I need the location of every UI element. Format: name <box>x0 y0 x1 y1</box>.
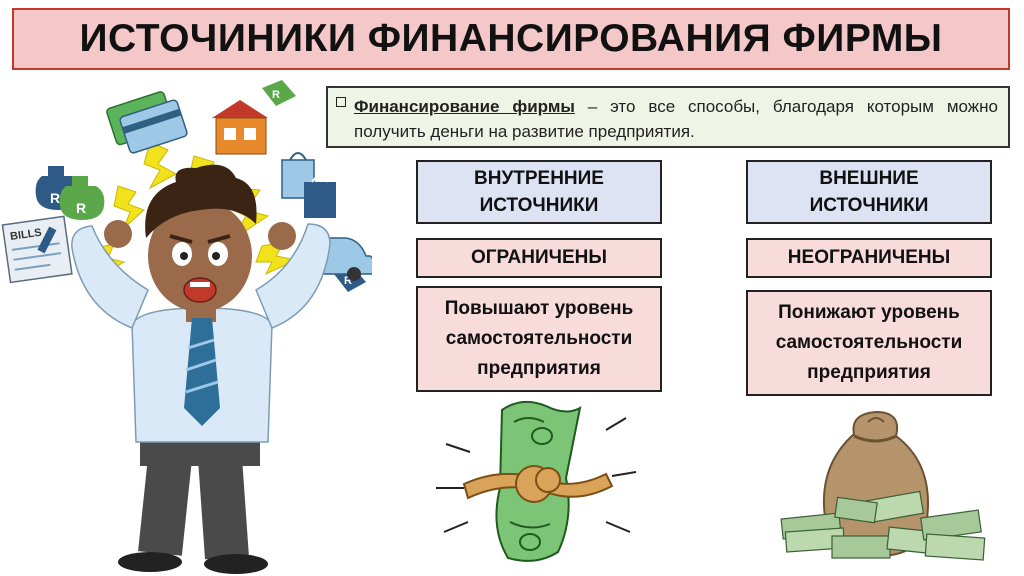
shopping-bags-icon <box>281 152 336 218</box>
external-sources-heading: ВНЕШНИЕ ИСТОЧНИКИ <box>746 160 992 224</box>
title-banner: ИСТОЧИНИКИ ФИНАНСИРОВАНИЯ ФИРМЫ <box>12 8 1010 70</box>
external-effect-box: Понижают уровень самостоятельности предп… <box>746 290 992 396</box>
motion-lines-icon <box>436 417 637 533</box>
stressed-businessman-illustration: R R BILLS R R <box>1 80 372 574</box>
definition-term: Финансирование фирмы <box>354 97 575 116</box>
internal-effect-box: Повышают уровень самостоятельности предп… <box>416 286 662 392</box>
svg-text:R: R <box>344 275 352 287</box>
internal-sources-heading: ВНУТРЕННИЕ ИСТОЧНИКИ <box>416 160 662 224</box>
cash-stacks-icon <box>780 490 986 561</box>
rope-knot-icon <box>462 465 614 503</box>
definition-box: Финансирование фирмы – это все способы, … <box>326 86 1010 148</box>
credit-cards-icon <box>106 91 188 154</box>
money-sack-illustration <box>780 410 986 561</box>
bills-document-icon: BILLS <box>1 215 73 284</box>
internal-limit-label: ОГРАНИЧЕНЫ <box>416 238 662 278</box>
businessman-figure-icon <box>71 164 331 574</box>
house-icon <box>212 100 268 155</box>
svg-text:R: R <box>50 190 60 206</box>
svg-text:R: R <box>76 200 86 216</box>
definition-text: – это все способы, благодаря которым мож… <box>354 97 998 141</box>
page-title: ИСТОЧИНИКИ ФИНАНСИРОВАНИЯ ФИРМЫ <box>79 17 943 60</box>
tied-money-bundle-illustration <box>436 400 637 562</box>
svg-text:BILLS: BILLS <box>9 227 42 243</box>
svg-text:R: R <box>272 89 280 101</box>
money-bags-icon: R R <box>35 166 105 220</box>
checkbox-bullet-icon <box>336 97 346 107</box>
external-limit-label: НЕОГРАНИЧЕНЫ <box>746 238 992 278</box>
